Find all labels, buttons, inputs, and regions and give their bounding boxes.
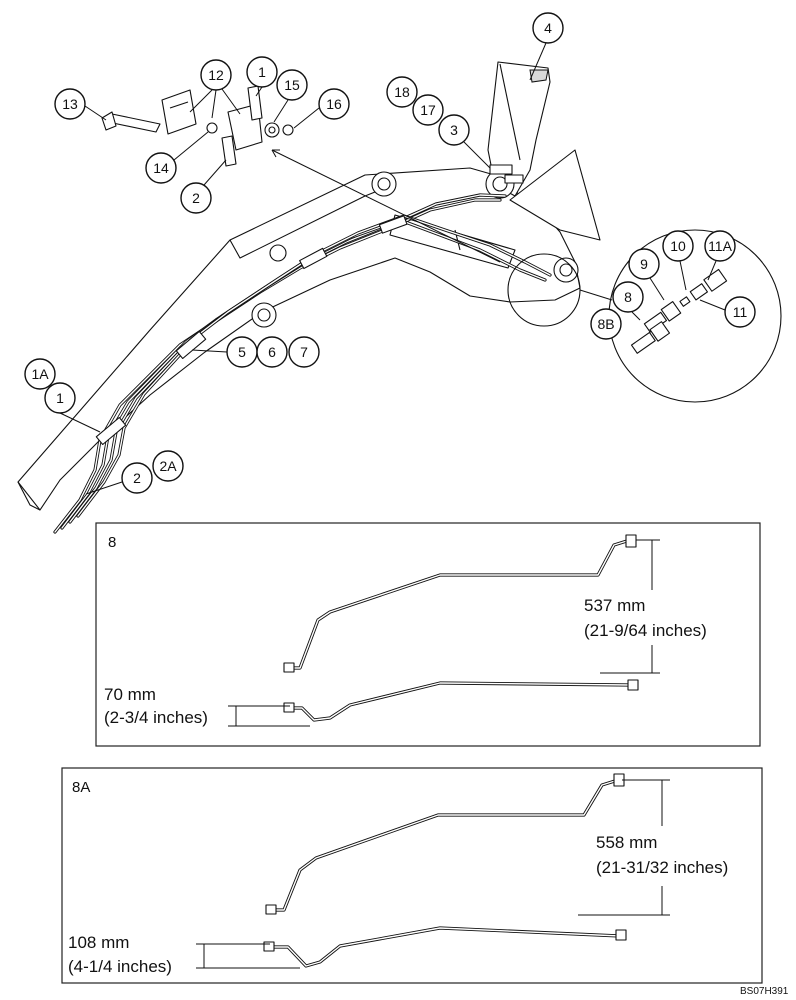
- panel-8-offset-in: (2-3/4 inches): [104, 708, 208, 727]
- svg-text:8: 8: [624, 289, 632, 305]
- panel-8a-offset-in: (4-1/4 inches): [68, 957, 172, 976]
- svg-text:10: 10: [670, 238, 686, 254]
- svg-text:15: 15: [284, 77, 300, 93]
- clamp-hardware-exploded: [101, 85, 294, 167]
- panel-8a-offset-mm: 108 mm: [68, 933, 129, 952]
- hydraulic-lines-boom: [53, 164, 552, 534]
- svg-text:17: 17: [420, 102, 436, 118]
- callout-2A: 2A: [152, 450, 184, 482]
- svg-text:1A: 1A: [31, 366, 49, 382]
- callout-11: 11: [724, 296, 756, 328]
- panel-8-height-mm: 537 mm: [584, 596, 645, 615]
- svg-text:16: 16: [326, 96, 342, 112]
- panel-8a-label: 8A: [72, 779, 90, 796]
- callout-18: 18: [386, 76, 418, 108]
- callout-8: 8: [612, 281, 644, 313]
- svg-text:11A: 11A: [708, 238, 733, 254]
- panel-8-label: 8: [108, 534, 116, 551]
- svg-text:11: 11: [733, 304, 748, 320]
- panel-8-offset-mm: 70 mm: [104, 685, 156, 704]
- callout-5: 5: [226, 336, 258, 368]
- callout-13: 13: [54, 88, 86, 120]
- panel-8-height-in: (21-9/64 inches): [584, 621, 707, 640]
- panel-8: 8 537 mm (21-9/64 inches) 70 mm (2-3/4 i…: [95, 522, 761, 747]
- svg-text:2A: 2A: [159, 458, 177, 474]
- boom-body: [17, 167, 581, 511]
- callout-15: 15: [276, 69, 308, 101]
- svg-text:14: 14: [153, 160, 169, 176]
- callout-14: 14: [145, 152, 177, 184]
- callout-1-boom: 1: [44, 382, 76, 414]
- svg-text:13: 13: [62, 96, 78, 112]
- svg-text:7: 7: [300, 344, 308, 360]
- svg-text:3: 3: [450, 122, 458, 138]
- svg-text:6: 6: [268, 344, 276, 360]
- callout-6: 6: [256, 336, 288, 368]
- svg-text:1: 1: [258, 64, 266, 80]
- reference-code: BS07H391: [740, 986, 789, 997]
- svg-text:2: 2: [133, 470, 141, 486]
- callout-1-hardware: 1: [246, 56, 278, 88]
- callout-16: 16: [318, 88, 350, 120]
- svg-text:4: 4: [544, 20, 552, 36]
- callout-3: 3: [438, 114, 470, 146]
- callout-2-hardware: 2: [180, 182, 212, 214]
- panel-8a: 8A 558 mm (21-31/32 inches) 108 mm (4-1/…: [61, 767, 763, 984]
- panel-8a-height-in: (21-31/32 inches): [596, 858, 728, 877]
- callout-17: 17: [412, 94, 444, 126]
- callout-8B: 8B: [590, 308, 622, 340]
- callout-4: 4: [532, 12, 564, 44]
- svg-text:12: 12: [208, 67, 224, 83]
- svg-text:2: 2: [192, 190, 200, 206]
- callout-1A: 1A: [24, 358, 56, 390]
- arm-upright: [487, 61, 551, 197]
- svg-text:8B: 8B: [597, 316, 614, 332]
- svg-text:1: 1: [56, 390, 64, 406]
- panel-8a-height-mm: 558 mm: [596, 833, 657, 852]
- callout-9: 9: [628, 248, 660, 280]
- svg-text:18: 18: [394, 84, 410, 100]
- callout-12: 12: [200, 59, 232, 91]
- callout-7: 7: [288, 336, 320, 368]
- svg-text:9: 9: [640, 256, 648, 272]
- callout-10: 10: [662, 230, 694, 262]
- callout-2-boom: 2: [121, 462, 153, 494]
- svg-text:5: 5: [238, 344, 246, 360]
- callout-11A: 11A: [704, 230, 736, 262]
